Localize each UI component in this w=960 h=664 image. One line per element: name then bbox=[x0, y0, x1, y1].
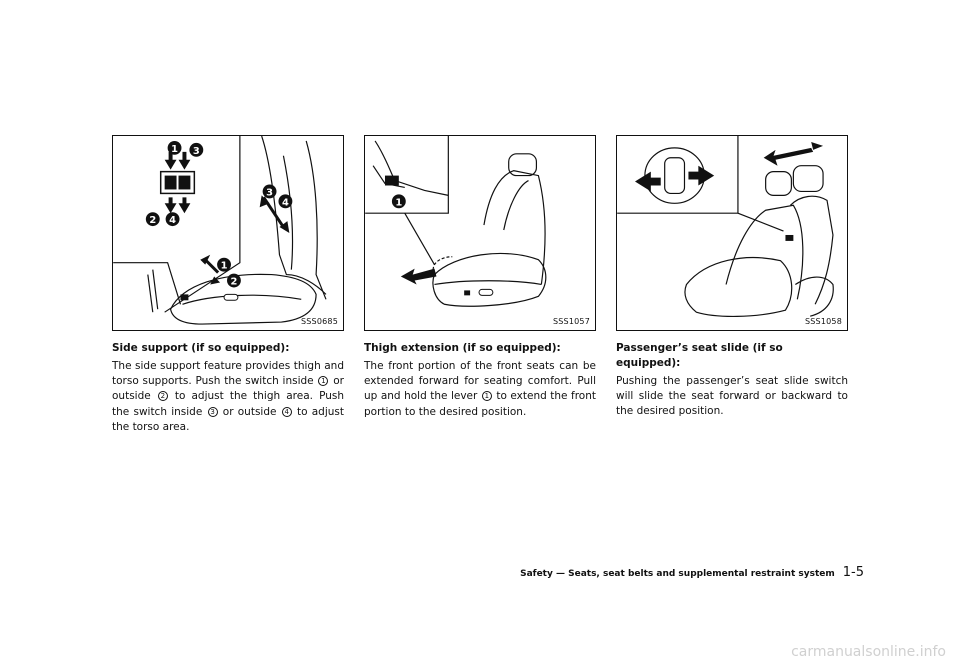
callout-1: 1 bbox=[481, 391, 492, 402]
section-body: The side support feature provides thigh … bbox=[112, 360, 345, 433]
svg-text:4: 4 bbox=[282, 197, 289, 208]
callout-1: 1 bbox=[171, 144, 178, 155]
section-body: Pushing the passenger’s seat slide switc… bbox=[616, 375, 848, 418]
watermark: carmanualsonline.info bbox=[791, 644, 946, 660]
callout-1: 1 bbox=[395, 197, 402, 208]
passenger-seat-slide-illustration bbox=[617, 136, 834, 317]
section-title: Thigh extension (if so equipped): bbox=[364, 342, 561, 354]
section-thigh-extension: Thigh extension (if so equipped): The fr… bbox=[364, 341, 596, 420]
svg-text:2: 2 bbox=[231, 276, 238, 287]
callout-3: 3 bbox=[193, 146, 200, 157]
figure-code: SSS0685 bbox=[301, 317, 338, 326]
svg-text:1: 1 bbox=[221, 261, 228, 272]
svg-text:3: 3 bbox=[266, 187, 273, 198]
side-support-illustration: 1 3 2 4 3 4 1 2 bbox=[113, 136, 327, 325]
figure-side-support: 1 3 2 4 3 4 1 2 SSS0685 bbox=[112, 135, 344, 331]
callout-2: 2 bbox=[157, 391, 168, 402]
section-passenger-seat-slide: Passenger’s seat slide (if so equipped):… bbox=[616, 341, 848, 420]
callout-4: 4 bbox=[169, 215, 176, 226]
callout-1: 1 bbox=[318, 376, 329, 387]
thigh-extension-illustration: 1 bbox=[365, 136, 547, 307]
page-number: 1-5 bbox=[842, 565, 864, 580]
figure-passenger-seat-slide: SSS1058 bbox=[616, 135, 848, 331]
section-title: Side support (if so equipped): bbox=[112, 342, 290, 354]
page-footer: Safety — Seats, seat belts and supplemen… bbox=[520, 565, 864, 580]
figure-code: SSS1058 bbox=[805, 317, 842, 326]
lever bbox=[384, 175, 399, 186]
callout-2: 2 bbox=[149, 215, 156, 226]
figure-thigh-extension: 1 SSS1057 bbox=[364, 135, 596, 331]
figure-code: SSS1057 bbox=[553, 317, 590, 326]
callout-3: 3 bbox=[207, 406, 218, 417]
section-title: Passenger’s seat slide (if so equipped): bbox=[616, 342, 783, 369]
section-body: The front portion of the front seats can… bbox=[364, 360, 596, 418]
slide-switch bbox=[664, 157, 686, 195]
section-side-support: Side support (if so equipped): The side … bbox=[112, 341, 344, 435]
footer-section-title: Safety — Seats, seat belts and supplemen… bbox=[520, 569, 835, 579]
callout-4: 4 bbox=[281, 406, 292, 417]
